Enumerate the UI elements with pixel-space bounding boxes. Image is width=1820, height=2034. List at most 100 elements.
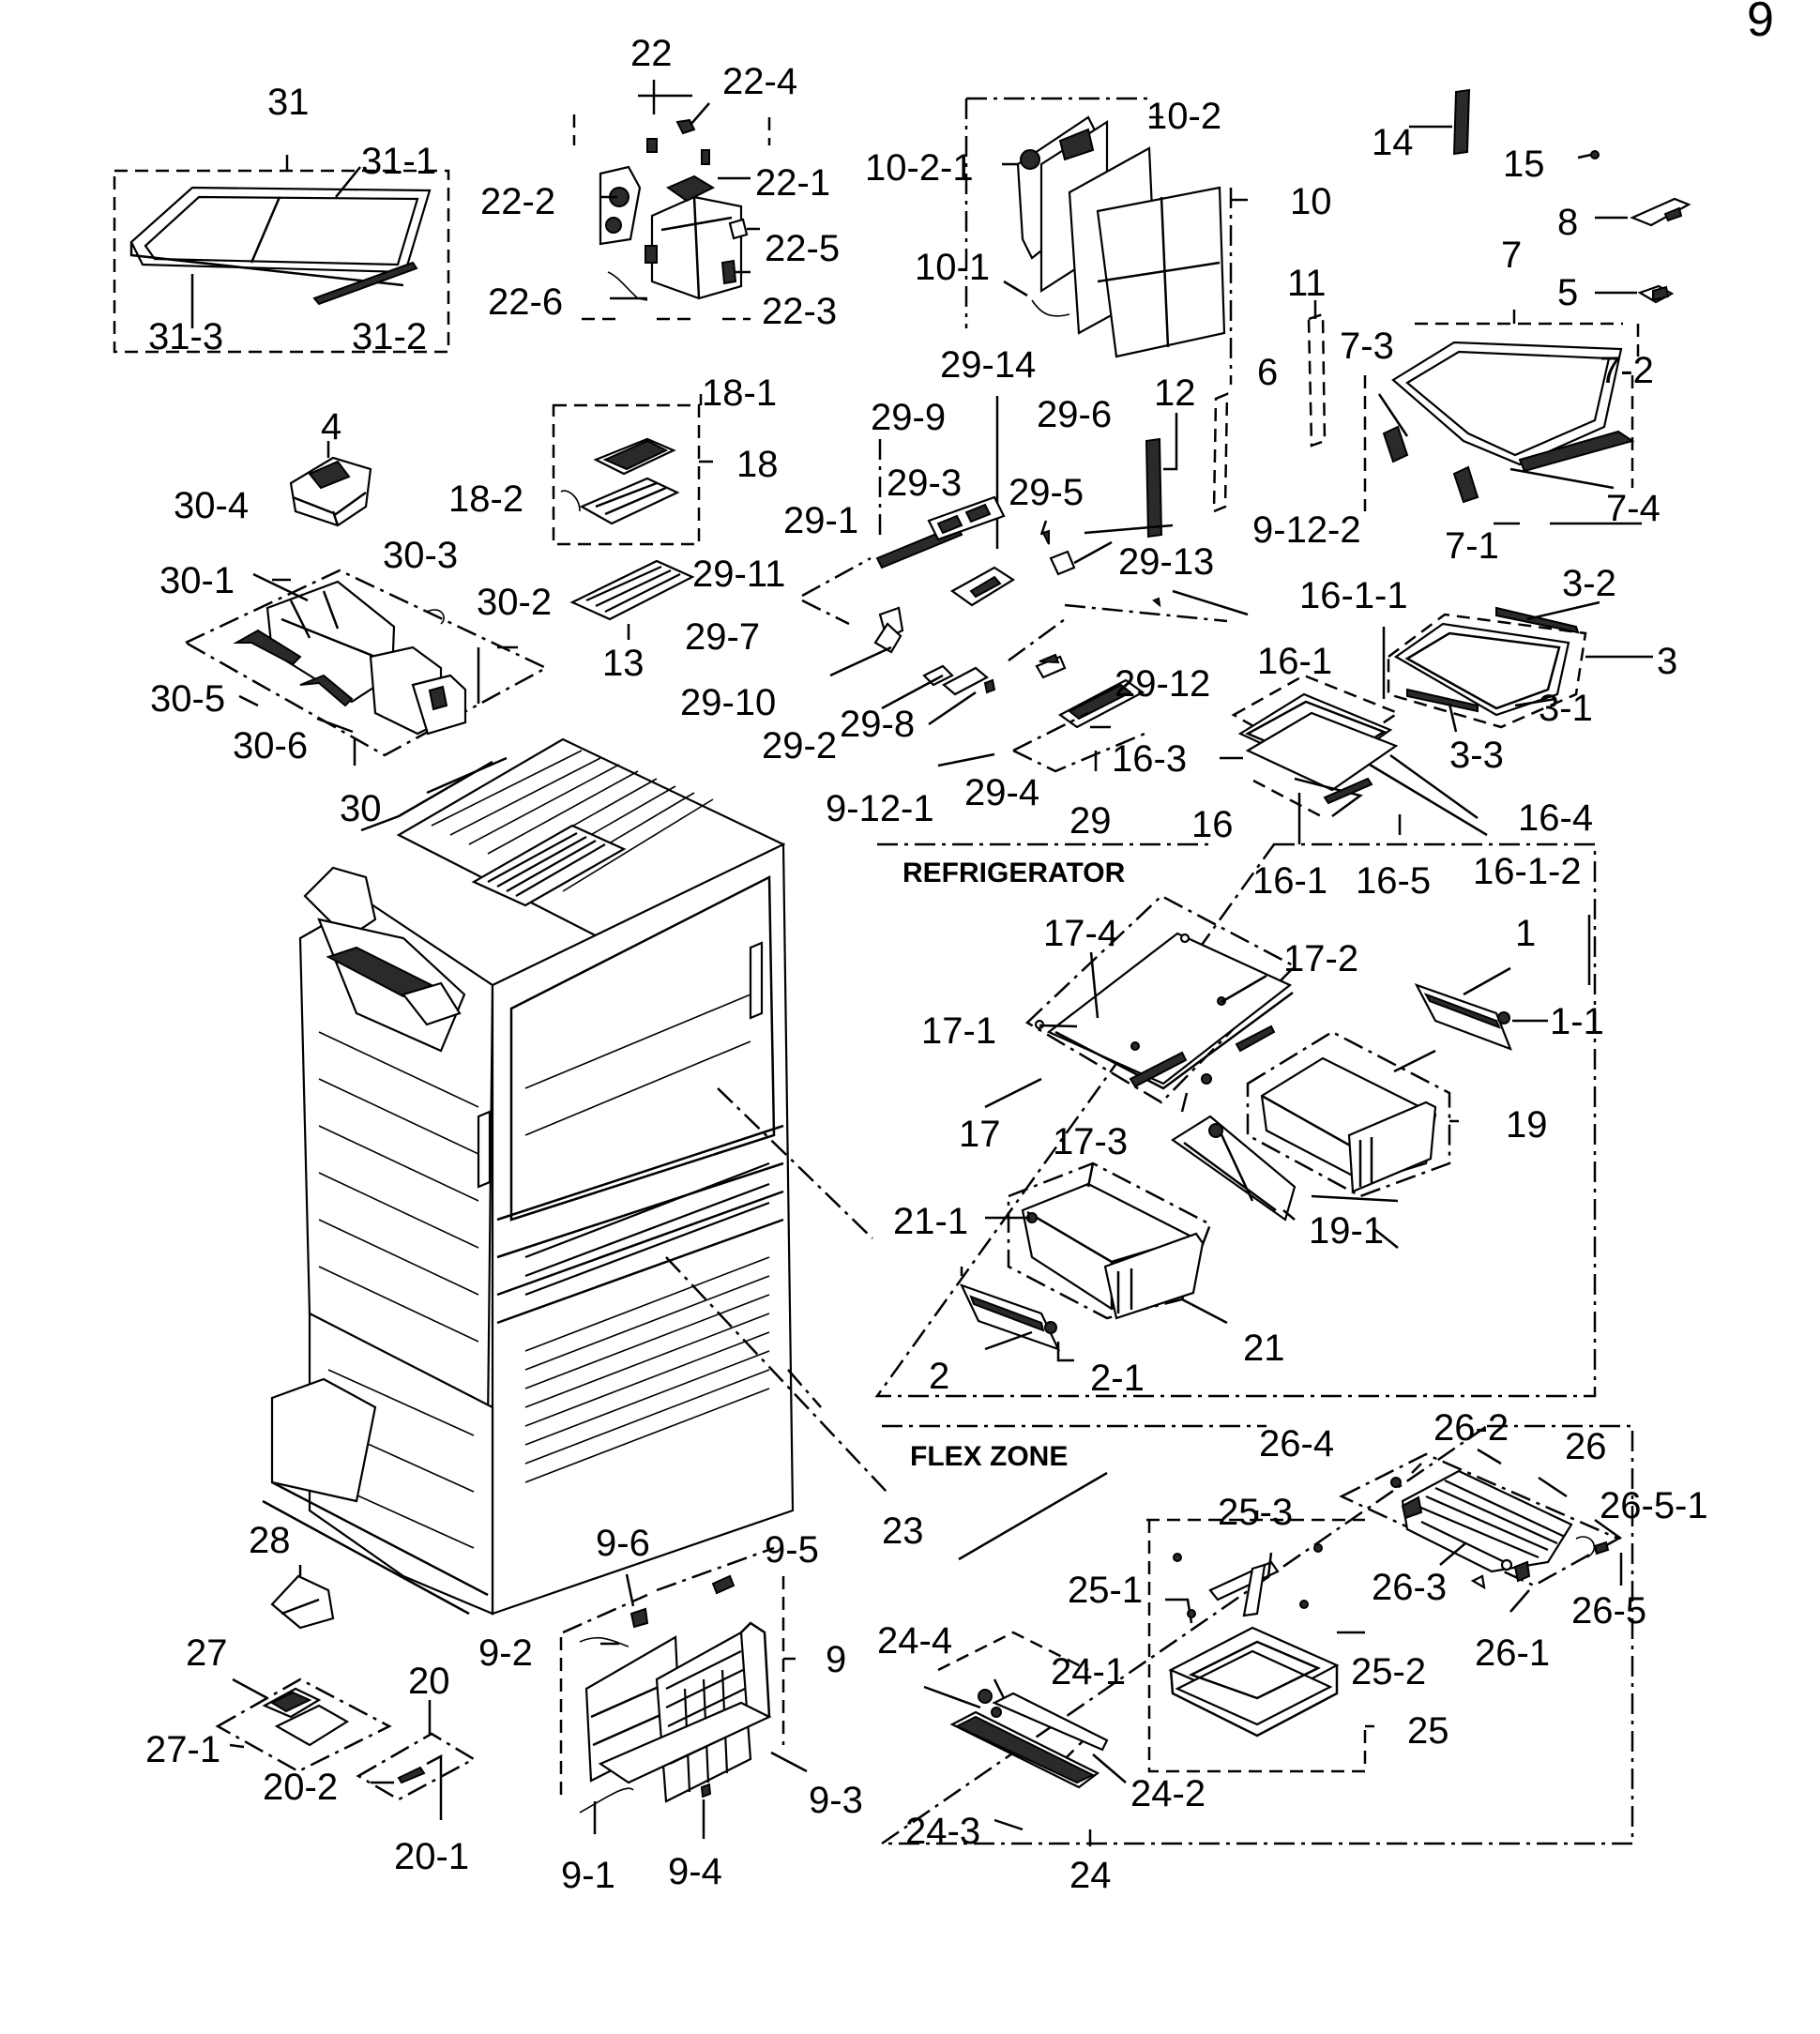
label-28: 28 [249,1520,291,1561]
part-10-panel [964,97,1248,385]
part-labels: 22 22-4 22-2 22-1 22-5 22-6 22-3 31 31-1… [145,33,1708,1896]
label-16-1-2: 16-1-2 [1473,851,1582,892]
label-4: 4 [321,406,341,448]
label-30-5: 30-5 [150,678,225,720]
label-9-12-2: 9-12-2 [1252,509,1361,551]
leader-refrigerator [717,1087,873,1239]
label-30-3: 30-3 [383,535,458,576]
label-30: 30 [340,788,382,829]
label-30-1: 30-1 [159,560,235,601]
label-14: 14 [1372,122,1414,163]
label-21-1: 21-1 [893,1201,968,1242]
label-30-6: 30-6 [233,725,308,767]
label-29-11: 29-11 [692,554,785,595]
section-refrigerator-title: REFRIGERATOR [902,858,1126,888]
label-26-5: 26-5 [1571,1590,1646,1632]
part-18-cover [552,394,713,640]
label-22: 22 [630,33,673,74]
label-9-2: 9-2 [478,1632,533,1674]
part-16-shelf [1220,627,1488,844]
label-9-3: 9-3 [809,1780,863,1821]
label-7-1: 7-1 [1445,525,1499,567]
label-16-1b: 16-1 [1252,860,1327,902]
label-20-1: 20-1 [394,1836,469,1877]
label-2-1: 2-1 [1090,1358,1145,1399]
label-24: 24 [1069,1855,1112,1896]
label-9-4: 9-4 [668,1851,722,1892]
label-21: 21 [1243,1328,1285,1369]
label-26-4: 26-4 [1259,1423,1334,1465]
label-9-12-1: 9-12-1 [826,788,934,829]
label-31-3: 31-3 [148,316,223,357]
label-22-2: 22-2 [480,181,555,222]
section-flex-zone-title: FLEX ZONE [910,1441,1068,1472]
label-13: 13 [602,643,645,684]
label-10-2-1: 10-2-1 [865,147,974,189]
label-17-1: 17-1 [921,1010,996,1052]
section-flex-zone: FLEX ZONE [877,1424,1634,1846]
label-9-6: 9-6 [596,1523,650,1564]
part-7-shelf [1363,310,1642,525]
label-7-2: 7-2 [1600,350,1654,391]
label-16-1a: 16-1 [1257,641,1332,682]
label-30-4: 30-4 [174,485,249,526]
label-25-2: 25-2 [1351,1651,1426,1692]
leader-flex-zone [665,1256,887,1493]
label-29-13: 29-13 [1118,541,1214,583]
label-17-2: 17-2 [1283,938,1358,979]
label-26-5-1: 26-5-1 [1600,1485,1708,1526]
label-18: 18 [736,444,779,485]
label-29-9: 29-9 [871,397,946,438]
label-17-4: 17-4 [1043,913,1118,954]
label-7-3: 7-3 [1340,326,1394,367]
label-24-1: 24-1 [1051,1651,1126,1692]
label-27-1: 27-1 [145,1729,220,1770]
part-30-ice-bucket [183,441,549,795]
label-18-2: 18-2 [448,478,523,520]
label-10: 10 [1290,181,1332,222]
label-2: 2 [929,1356,949,1397]
label-26-2: 26-2 [1433,1407,1509,1449]
label-22-5: 22-5 [765,228,840,269]
label-29-2: 29-2 [762,725,837,767]
label-7: 7 [1501,235,1522,276]
label-22-6: 22-6 [488,281,563,323]
label-3-2: 3-2 [1562,563,1616,604]
label-1-1: 1-1 [1550,1001,1604,1042]
label-22-1: 22-1 [755,162,830,204]
label-23: 23 [882,1510,924,1552]
label-16-3: 16-3 [1112,738,1187,780]
label-31: 31 [267,82,310,123]
leader-drawer [787,1369,822,1408]
label-29-7: 29-7 [685,616,760,658]
label-10-2: 10-2 [1146,96,1221,137]
label-29-8: 29-8 [840,704,915,745]
label-7-4: 7-4 [1606,488,1661,529]
label-25-1: 25-1 [1068,1570,1143,1611]
label-29-14: 29-14 [940,344,1036,386]
label-17: 17 [959,1114,1001,1155]
label-16-4: 16-4 [1518,797,1593,839]
label-31-2: 31-2 [352,316,427,357]
label-24-2: 24-2 [1130,1773,1206,1814]
label-16-1-1: 16-1-1 [1299,575,1408,616]
label-26-1: 26-1 [1475,1632,1550,1674]
label-9: 9 [826,1639,846,1680]
label-11: 11 [1287,263,1327,304]
label-29-10: 29-10 [680,682,776,723]
parts-bottom-left [215,1565,477,1820]
part-3-shelf [1387,600,1653,733]
label-3: 3 [1657,641,1677,682]
part-9-cover [559,1546,808,1839]
label-22-4: 22-4 [722,61,797,102]
label-25-3: 25-3 [1218,1492,1293,1533]
label-29-12: 29-12 [1115,663,1210,705]
label-9-5: 9-5 [765,1529,819,1571]
label-30-2: 30-2 [477,582,552,623]
label-20: 20 [408,1661,450,1702]
label-5: 5 [1557,272,1578,313]
label-17-3: 17-3 [1053,1121,1128,1162]
parts-top-right-small [1409,88,1691,304]
label-15: 15 [1503,144,1545,185]
